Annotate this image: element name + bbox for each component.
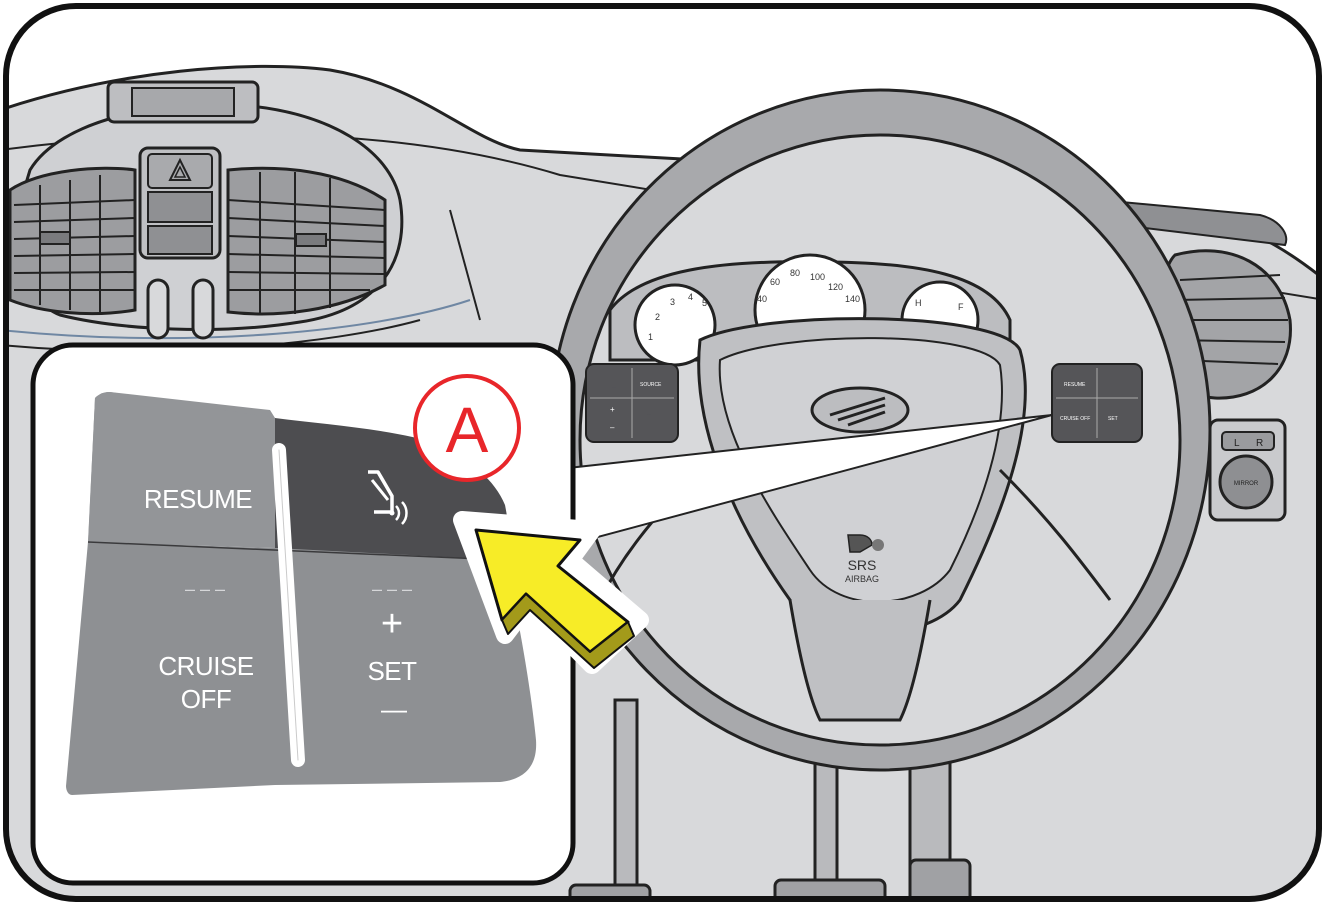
mirror-left-label: L (1234, 438, 1240, 449)
mirror-right-label: R (1256, 438, 1263, 449)
tacho-tick-5: 5 (702, 298, 707, 308)
mirror-switch[interactable]: L R MIRROR (1208, 418, 1287, 522)
airbag-icon (847, 534, 884, 553)
right-switch-set-label[interactable]: SET (1108, 416, 1118, 422)
cruise-dash-symbol: – – – (185, 579, 225, 599)
tacho-tick-1: 1 (648, 332, 653, 342)
resume-label: RESUME (144, 484, 252, 514)
callout-marker-letter: A (446, 394, 489, 466)
brand-logo (810, 386, 910, 434)
cruise-off-label-line1: CRUISE (158, 651, 253, 681)
tacho-tick-4: 4 (688, 292, 693, 302)
phone-icon[interactable]: phone-icon (646, 414, 651, 416)
resume-button[interactable] (88, 392, 275, 548)
tacho-tick-3: 3 (670, 297, 675, 307)
left-steering-switch[interactable]: mute-icon SOURCE + – phone-icon (585, 363, 679, 443)
left-switch-volume-minus[interactable]: – (610, 423, 615, 432)
callout-marker-a: A (413, 374, 521, 482)
tachometer-ticks: 1 2 3 4 5 (648, 292, 707, 342)
speedo-tick-60: 60 (770, 277, 780, 287)
set-button[interactable] (275, 548, 537, 785)
mute-icon[interactable]: mute-icon (612, 386, 617, 389)
speedometer-ticks: 40 60 80 100 120 140 (757, 268, 860, 304)
speedo-tick-140: 140 (845, 294, 860, 304)
right-switch-cruise-label[interactable]: CRUISE OFF (1060, 416, 1090, 422)
speedo-tick-120: 120 (828, 282, 843, 292)
yellow-arrow (453, 511, 649, 674)
center-vent-console (8, 80, 404, 340)
airbag-label-srs: SRS (848, 557, 877, 573)
temp-label-h: H (915, 298, 922, 308)
hazard-triangle-icon[interactable] (168, 157, 192, 181)
left-switch-source-label[interactable]: SOURCE (640, 382, 662, 388)
inset-panel: RESUME – – – CRUISE OFF – – – + SET — (30, 342, 576, 886)
set-dash-symbol: – – – (372, 579, 412, 599)
cruise-off-button[interactable] (66, 542, 275, 795)
tacho-tick-2: 2 (655, 312, 660, 322)
cruise-control-icon (368, 470, 408, 525)
speedo-tick-80: 80 (790, 268, 800, 278)
set-label: SET (367, 656, 417, 686)
fuel-label-f: F (958, 302, 964, 312)
set-plus-symbol: + (381, 603, 403, 645)
right-steering-switch[interactable]: RESUME CRUISE OFF SET (1051, 363, 1143, 443)
left-switch-volume-plus[interactable]: + (610, 405, 615, 414)
right-switch-resume-label[interactable]: RESUME (1064, 382, 1086, 388)
set-minus-symbol: — (381, 694, 407, 724)
speedo-tick-40: 40 (757, 294, 767, 304)
airbag-label-airbag: AIRBAG (845, 574, 879, 584)
left-air-vent[interactable] (8, 166, 137, 316)
right-air-vent[interactable] (226, 166, 387, 316)
mirror-label: MIRROR (1234, 481, 1259, 487)
speedo-tick-100: 100 (810, 272, 825, 282)
steering-wheel: 40 60 80 100 120 140 1 2 3 4 5 H F (548, 88, 1212, 772)
cruise-off-label-line2: OFF (181, 684, 232, 714)
